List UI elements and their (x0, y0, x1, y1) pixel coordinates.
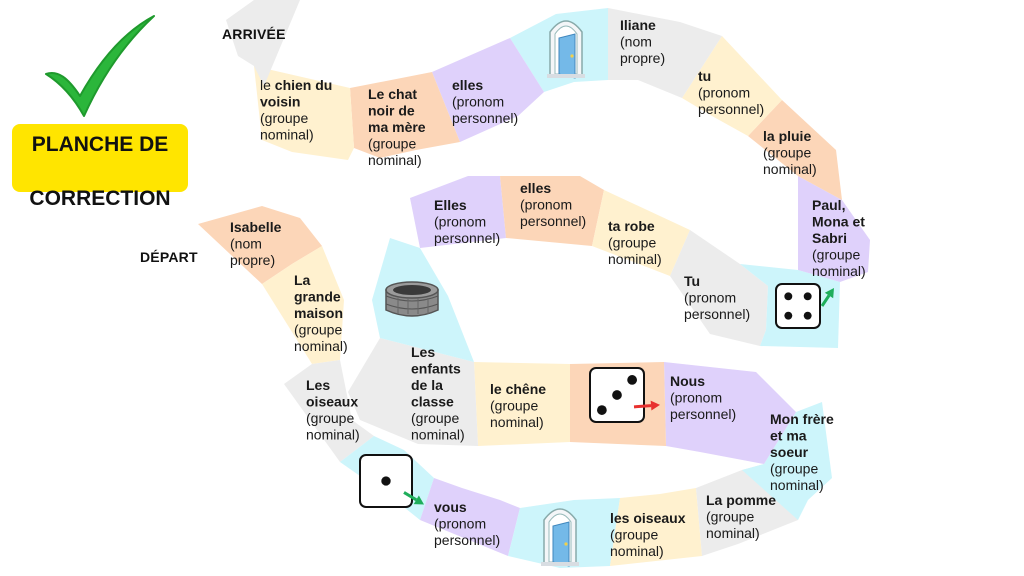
door-icon (547, 20, 585, 79)
board-cell-28 (226, 0, 300, 86)
board-cell-10 (664, 362, 796, 464)
move-arrow-icon (820, 294, 831, 307)
die-three-icon (589, 367, 660, 423)
board-cell-9 (742, 402, 832, 520)
board-cell-21 (748, 100, 842, 200)
well-icon (385, 281, 439, 317)
board-cell-25 (432, 38, 544, 142)
board-cell-23 (608, 8, 722, 98)
board-cell-12 (474, 362, 570, 446)
board-cell-27 (254, 66, 354, 160)
board-cell-13 (348, 338, 478, 446)
board-cell-5 (420, 478, 520, 556)
board-cell-16 (500, 176, 604, 246)
board-cell-3 (284, 360, 374, 462)
start-label: DÉPART (140, 249, 198, 265)
board-cell-1 (198, 206, 322, 284)
checkmark-icon (45, 15, 155, 117)
board-cell-15 (410, 176, 506, 248)
title-line-2: CORRECTION (29, 187, 171, 210)
finish-label: ARRIVÉE (222, 26, 286, 42)
move-arrow-icon (633, 404, 652, 409)
board-cell-20 (798, 176, 870, 282)
correction-title: PLANCHE DE CORRECTION (29, 104, 170, 212)
board-cell-17 (592, 190, 690, 276)
board-cell-7 (610, 488, 702, 566)
board-cell-18 (670, 230, 768, 346)
board-cell-2 (262, 246, 344, 364)
die-one-icon (359, 454, 424, 508)
board-cell-22 (682, 36, 782, 136)
die-four-icon (775, 283, 834, 329)
title-line-1: PLANCHE DE (31, 133, 169, 156)
move-arrow-icon (403, 491, 418, 502)
door-icon (541, 508, 579, 567)
board-icons (359, 20, 834, 567)
board-cell-26 (350, 72, 460, 158)
correction-badge: PLANCHE DE CORRECTION (12, 124, 188, 210)
